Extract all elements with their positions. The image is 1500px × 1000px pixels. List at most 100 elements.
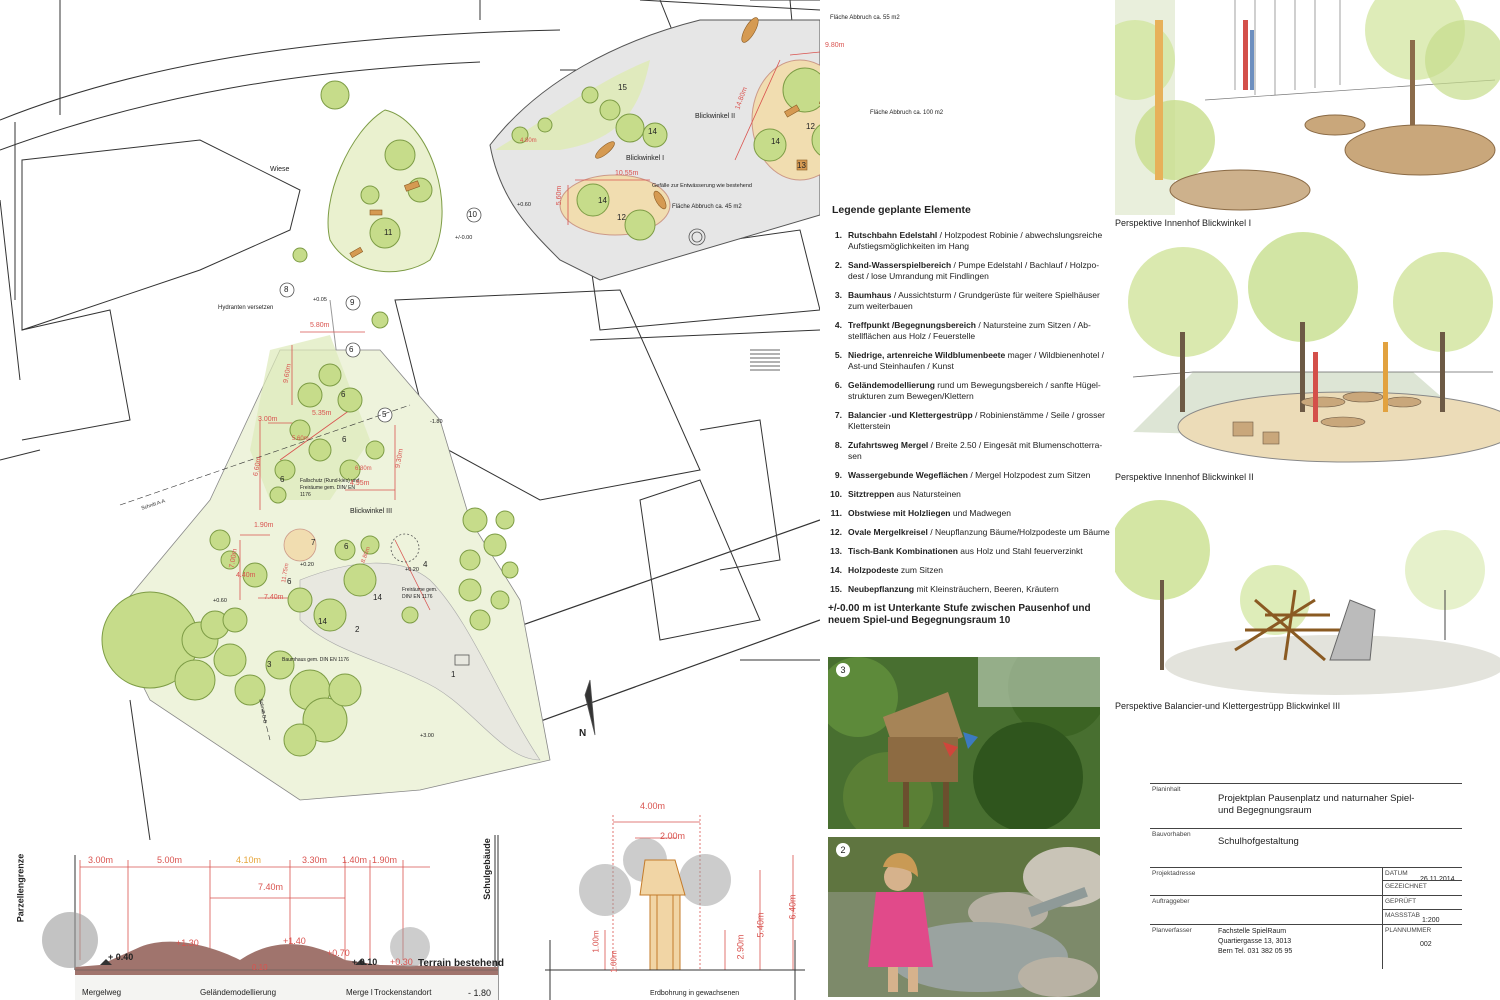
legend-item-bold: Rutschbahn Edelstahl [848,230,938,240]
legend-item-description: aus Natursteinen [894,489,961,499]
section-dim: 3.30m [302,855,328,865]
plan-number: 14 [318,617,327,626]
legend-item: 13.Tisch-Bank Kombinationen aus Holz und… [820,546,1110,557]
legend-item-text: Baumhaus / Aussichtsturm / Grundgerüste … [848,290,1110,312]
legend-item-description: / Robinienstämme / Seile / grosser Klett… [848,410,1105,431]
plan-number: 6 [349,345,354,354]
plan-label-wiese: Wiese [270,166,290,173]
legend-item-bold: Zufahrtsweg Mergel [848,440,929,450]
plan-label-abbruch-45: Fläche Abbruch ca. 45 m2 [672,204,742,210]
plan-dimension: 5.60m [292,436,309,442]
section-height: 0.10 [252,963,268,972]
plan-number: 15 [618,83,627,92]
plan-level: +0.60 [213,598,227,604]
legend-item-number: 12. [830,527,842,537]
legend-item-text: Sand-Wasserspielbereich / Pumpe Edelstah… [848,260,1110,282]
section-height: +1.40 [283,936,306,946]
perspective-caption-1: Perspektive Innenhof Blickwinkel I [1115,218,1252,228]
tb-geprueft-label: GEPRÜFT [1385,898,1417,905]
plan-number: 2 [355,625,360,634]
legend-item: 1.Rutschbahn Edelstahl / Holzpodest Robi… [820,230,1110,252]
plan-label-abbruch-100: Fläche Abbruch ca. 100 m2 [870,110,944,116]
legend-item: 8.Zufahrtsweg Mergel / Breite 2.50 / Ein… [820,440,1110,462]
plan-label-baumhaus: Baumhaus gem. DIN EN 1176 [282,657,349,663]
legend-item-text: Ovale Mergelkreisel / Neupflanzung Bäume… [848,527,1110,538]
plan-number: 9 [350,298,355,307]
stair-hatch [750,349,780,371]
section-depth: - 1.80 [468,988,492,998]
legend-items: 1.Rutschbahn Edelstahl / Holzpodest Robi… [820,230,1110,595]
planting-strip-north [495,60,650,150]
legend-item: 15.Neubepflanzung mit Kleinsträuchern, B… [820,584,1110,595]
section-height: + 0.40 [108,952,134,962]
legend-item-description: / Aussichtsturm / Grundgerüste für weite… [848,290,1100,311]
photo-baumhaus: 3 [828,657,1100,829]
legend-item: 11.Obstwiese mit Holzliegen und Madwegen [820,508,1110,519]
plan-north-arrow-label: N [579,728,587,739]
plan-wood-podests [349,17,820,259]
tb-planverfasser-1: Fachstelle SpielRaum [1218,928,1287,935]
section-height: +1.30 [176,938,199,948]
legend-item-bold: Geländemodellierung [848,380,935,390]
legend-item-description: / Pumpe Edelstahl / Bachlauf / Holzpo- d… [848,260,1100,281]
plan-dimension: 4.40m [236,572,256,579]
legend-item-number: 14. [830,565,842,575]
plan-label-freiraeume: Freiräume gem. DIN/ EN 1176 [402,587,438,600]
legend-item-description: / Neupflanzung Bäume/Holzpodeste um Bäum… [927,527,1110,537]
legend-item: 12. Ovale Mergelkreisel / Neupflanzung Bä… [820,527,1110,538]
legend-item-bold: Tisch-Bank Kombinationen [848,546,958,556]
plan-dimension: 5.35m [312,410,332,417]
legend-item-bold: Balancier -und Klettergestrüpp [848,410,973,420]
plan-number: 11 [384,228,393,237]
section-terrain: Terrain bestehend [418,958,504,969]
legend-item-number: 11. [830,508,842,518]
photo-badge: 2 [836,843,850,857]
plan-level: +0.60 [517,202,531,208]
plan-dimension: 7.40m [264,594,284,601]
treehouse-bottom-label: Erdbohrung in gewachsenen [650,990,740,997]
tb-gezeichnet-label: GEZEICHNET [1385,883,1427,890]
plan-label-blickwinkel-1: Blickwinkel I [626,155,665,162]
tb-plannummer: 002 [1420,941,1432,948]
legend-item-number: 15. [830,584,842,594]
legend: Legende geplante Elemente 1.Rutschbahn E… [820,205,1110,627]
perspective-caption-2: Perspektive Innenhof Blickwinkel II [1115,472,1254,482]
section-bottom-label: Merge l [346,988,373,997]
plan-dimension: 4.95m [350,480,370,487]
legend-item-description: / Holzpodest Robinie / abwechslungsreich… [848,230,1103,251]
plan-label-blickwinkel-2: Blickwinkel II [695,113,736,120]
section-height: + 0.10 [352,957,378,967]
section-dim: 3.00m [88,855,114,865]
legend-item: 2.Sand-Wasserspielbereich / Pumpe Edelst… [820,260,1110,282]
section-height: +0.30 [390,957,413,967]
legend-note: +/-0.00 m ist Unterkante Stufe zwischen … [828,603,1091,626]
legend-item: 14. Holzpodeste zum Sitzen [820,565,1110,576]
legend-item-text: Zufahrtsweg Mergel / Breite 2.50 / Einge… [848,440,1110,462]
tb-auftraggeber-label: Auftraggeber [1152,898,1190,905]
legend-item-text: Geländemodellierung rund um Bewegungsber… [848,380,1110,402]
legend-item-text: Holzpodeste zum Sitzen [848,565,943,576]
site-plan [0,0,820,840]
legend-item-text: Wassergebunde Wegeflächen / Mergel Holzp… [848,470,1090,481]
legend-item-bold: Baumhaus [848,290,892,300]
treehouse-dim: 2.00m [660,831,686,841]
section-bottom-label: Geländemodellierung [200,988,277,997]
legend-item: 6.Geländemodellierung rund um Bewegungsb… [820,380,1110,402]
perspective-caption-3: Perspektive Balancier-und Klettergestrüp… [1115,701,1341,711]
legend-item-text: Sitztreppen aus Natursteinen [848,489,961,500]
plan-number: 12 [617,213,626,222]
plan-number: 13 [797,161,806,170]
plan-label-fallschutz: Fallschutz (Rund-kies) und Freiräume gem… [300,478,360,498]
legend-item: 4.Treffpunkt /Begegnungsbereich / Naturs… [820,320,1110,342]
plan-level: +0.05 [313,297,327,303]
treehouse-dim: 1.00m [591,930,601,953]
legend-item-bold: Ovale Mergelkreisel [848,527,928,537]
treehouse-dim: 2.90m [735,934,746,960]
plan-level: +0.20 [405,567,419,573]
section-sub-dim: 7.40m [258,882,284,892]
legend-item-bold: Sand-Wasserspielbereich [848,260,952,270]
plan-number: 5 [382,410,387,419]
plan-level: +0.20 [300,562,314,568]
plan-number: 14 [771,137,780,146]
tb-planinhalt-label: Planinhalt [1152,786,1181,793]
